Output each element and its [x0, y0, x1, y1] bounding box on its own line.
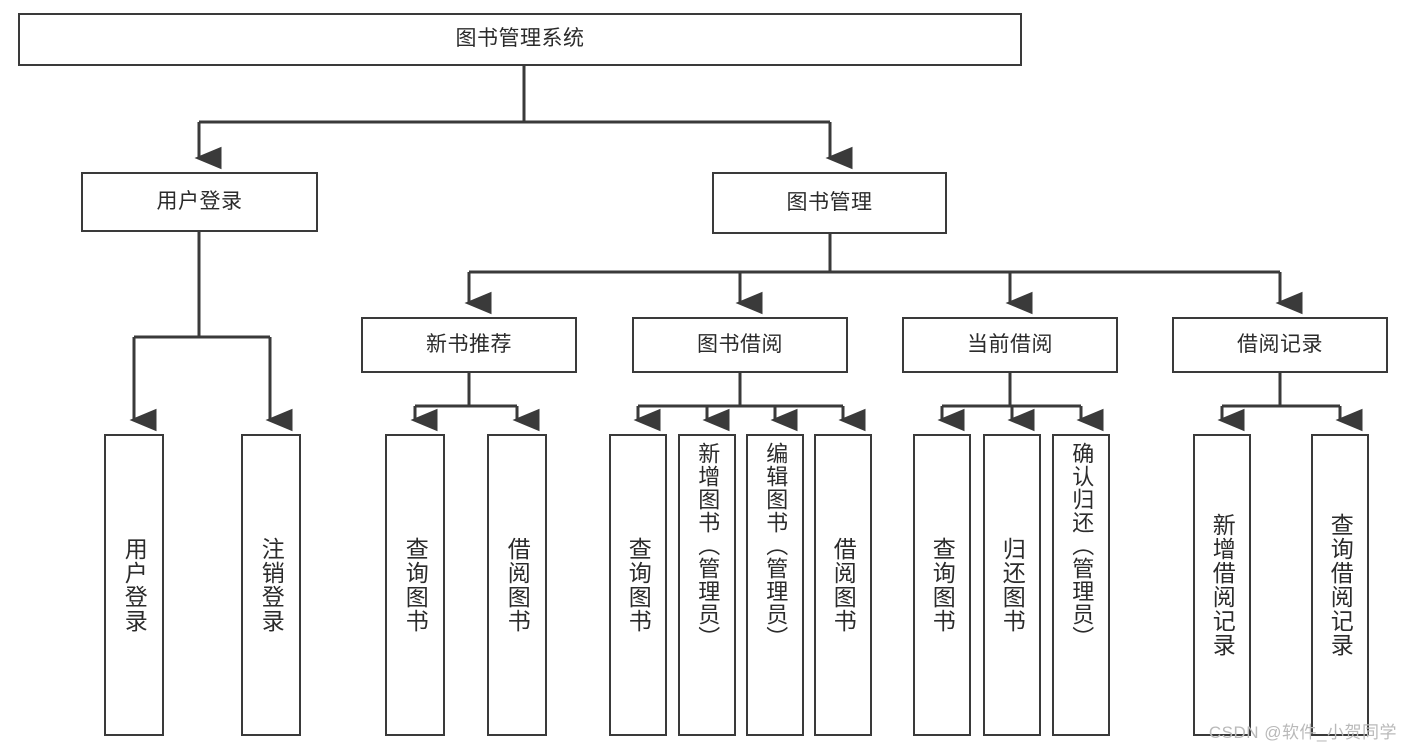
- node-new-book-recommend[interactable]: 新书推荐: [361, 317, 577, 373]
- node-leaf-query-book-recommend[interactable]: 查询图书: [385, 434, 445, 736]
- node-label: 查询图书: [929, 537, 956, 633]
- node-label: 当前借阅: [967, 332, 1053, 356]
- node-leaf-return-book[interactable]: 归还图书: [983, 434, 1041, 736]
- node-label: 借阅记录: [1237, 332, 1323, 356]
- node-root-system[interactable]: 图书管理系统: [18, 13, 1022, 66]
- node-leaf-confirm-return-admin[interactable]: 确认归还（管理员）: [1052, 434, 1110, 736]
- node-label: 借阅图书: [830, 537, 857, 633]
- watermark-text: CSDN @软件_小贺同学: [1208, 723, 1397, 742]
- node-user-login[interactable]: 用户登录: [81, 172, 318, 232]
- node-label: 查询图书: [625, 537, 652, 633]
- node-label: 借阅图书: [504, 537, 531, 633]
- node-leaf-borrow-book-borrow[interactable]: 借阅图书: [814, 434, 872, 736]
- node-leaf-borrow-book-recommend[interactable]: 借阅图书: [487, 434, 547, 736]
- node-leaf-user-login[interactable]: 用户登录: [104, 434, 164, 736]
- node-borrow-record[interactable]: 借阅记录: [1172, 317, 1388, 373]
- node-leaf-query-borrow-record[interactable]: 查询借阅记录: [1311, 434, 1369, 736]
- node-leaf-edit-book-admin[interactable]: 编辑图书（管理员）: [746, 434, 804, 736]
- node-book-borrow[interactable]: 图书借阅: [632, 317, 848, 373]
- node-label: 图书管理系统: [455, 27, 585, 51]
- node-label: 确认归还（管理员）: [1069, 442, 1095, 649]
- node-label: 归还图书: [999, 537, 1026, 633]
- node-label: 用户登录: [121, 537, 148, 633]
- node-label: 新增借阅记录: [1209, 513, 1236, 657]
- node-label: 查询借阅记录: [1327, 513, 1354, 657]
- node-current-borrow[interactable]: 当前借阅: [902, 317, 1118, 373]
- node-label: 用户登录: [156, 189, 243, 213]
- node-label: 新书推荐: [426, 332, 512, 356]
- node-label: 图书借阅: [697, 332, 783, 356]
- node-label: 编辑图书（管理员）: [763, 442, 789, 649]
- node-leaf-add-borrow-record[interactable]: 新增借阅记录: [1193, 434, 1251, 736]
- node-leaf-query-book-borrow[interactable]: 查询图书: [609, 434, 667, 736]
- node-leaf-add-book-admin[interactable]: 新增图书（管理员）: [678, 434, 736, 736]
- node-book-manage[interactable]: 图书管理: [712, 172, 947, 234]
- node-label: 注销登录: [258, 537, 285, 633]
- node-label: 查询图书: [402, 537, 429, 633]
- node-label: 新增图书（管理员）: [695, 442, 721, 649]
- node-leaf-query-book-current[interactable]: 查询图书: [913, 434, 971, 736]
- node-label: 图书管理: [786, 190, 873, 214]
- node-leaf-logout-login[interactable]: 注销登录: [241, 434, 301, 736]
